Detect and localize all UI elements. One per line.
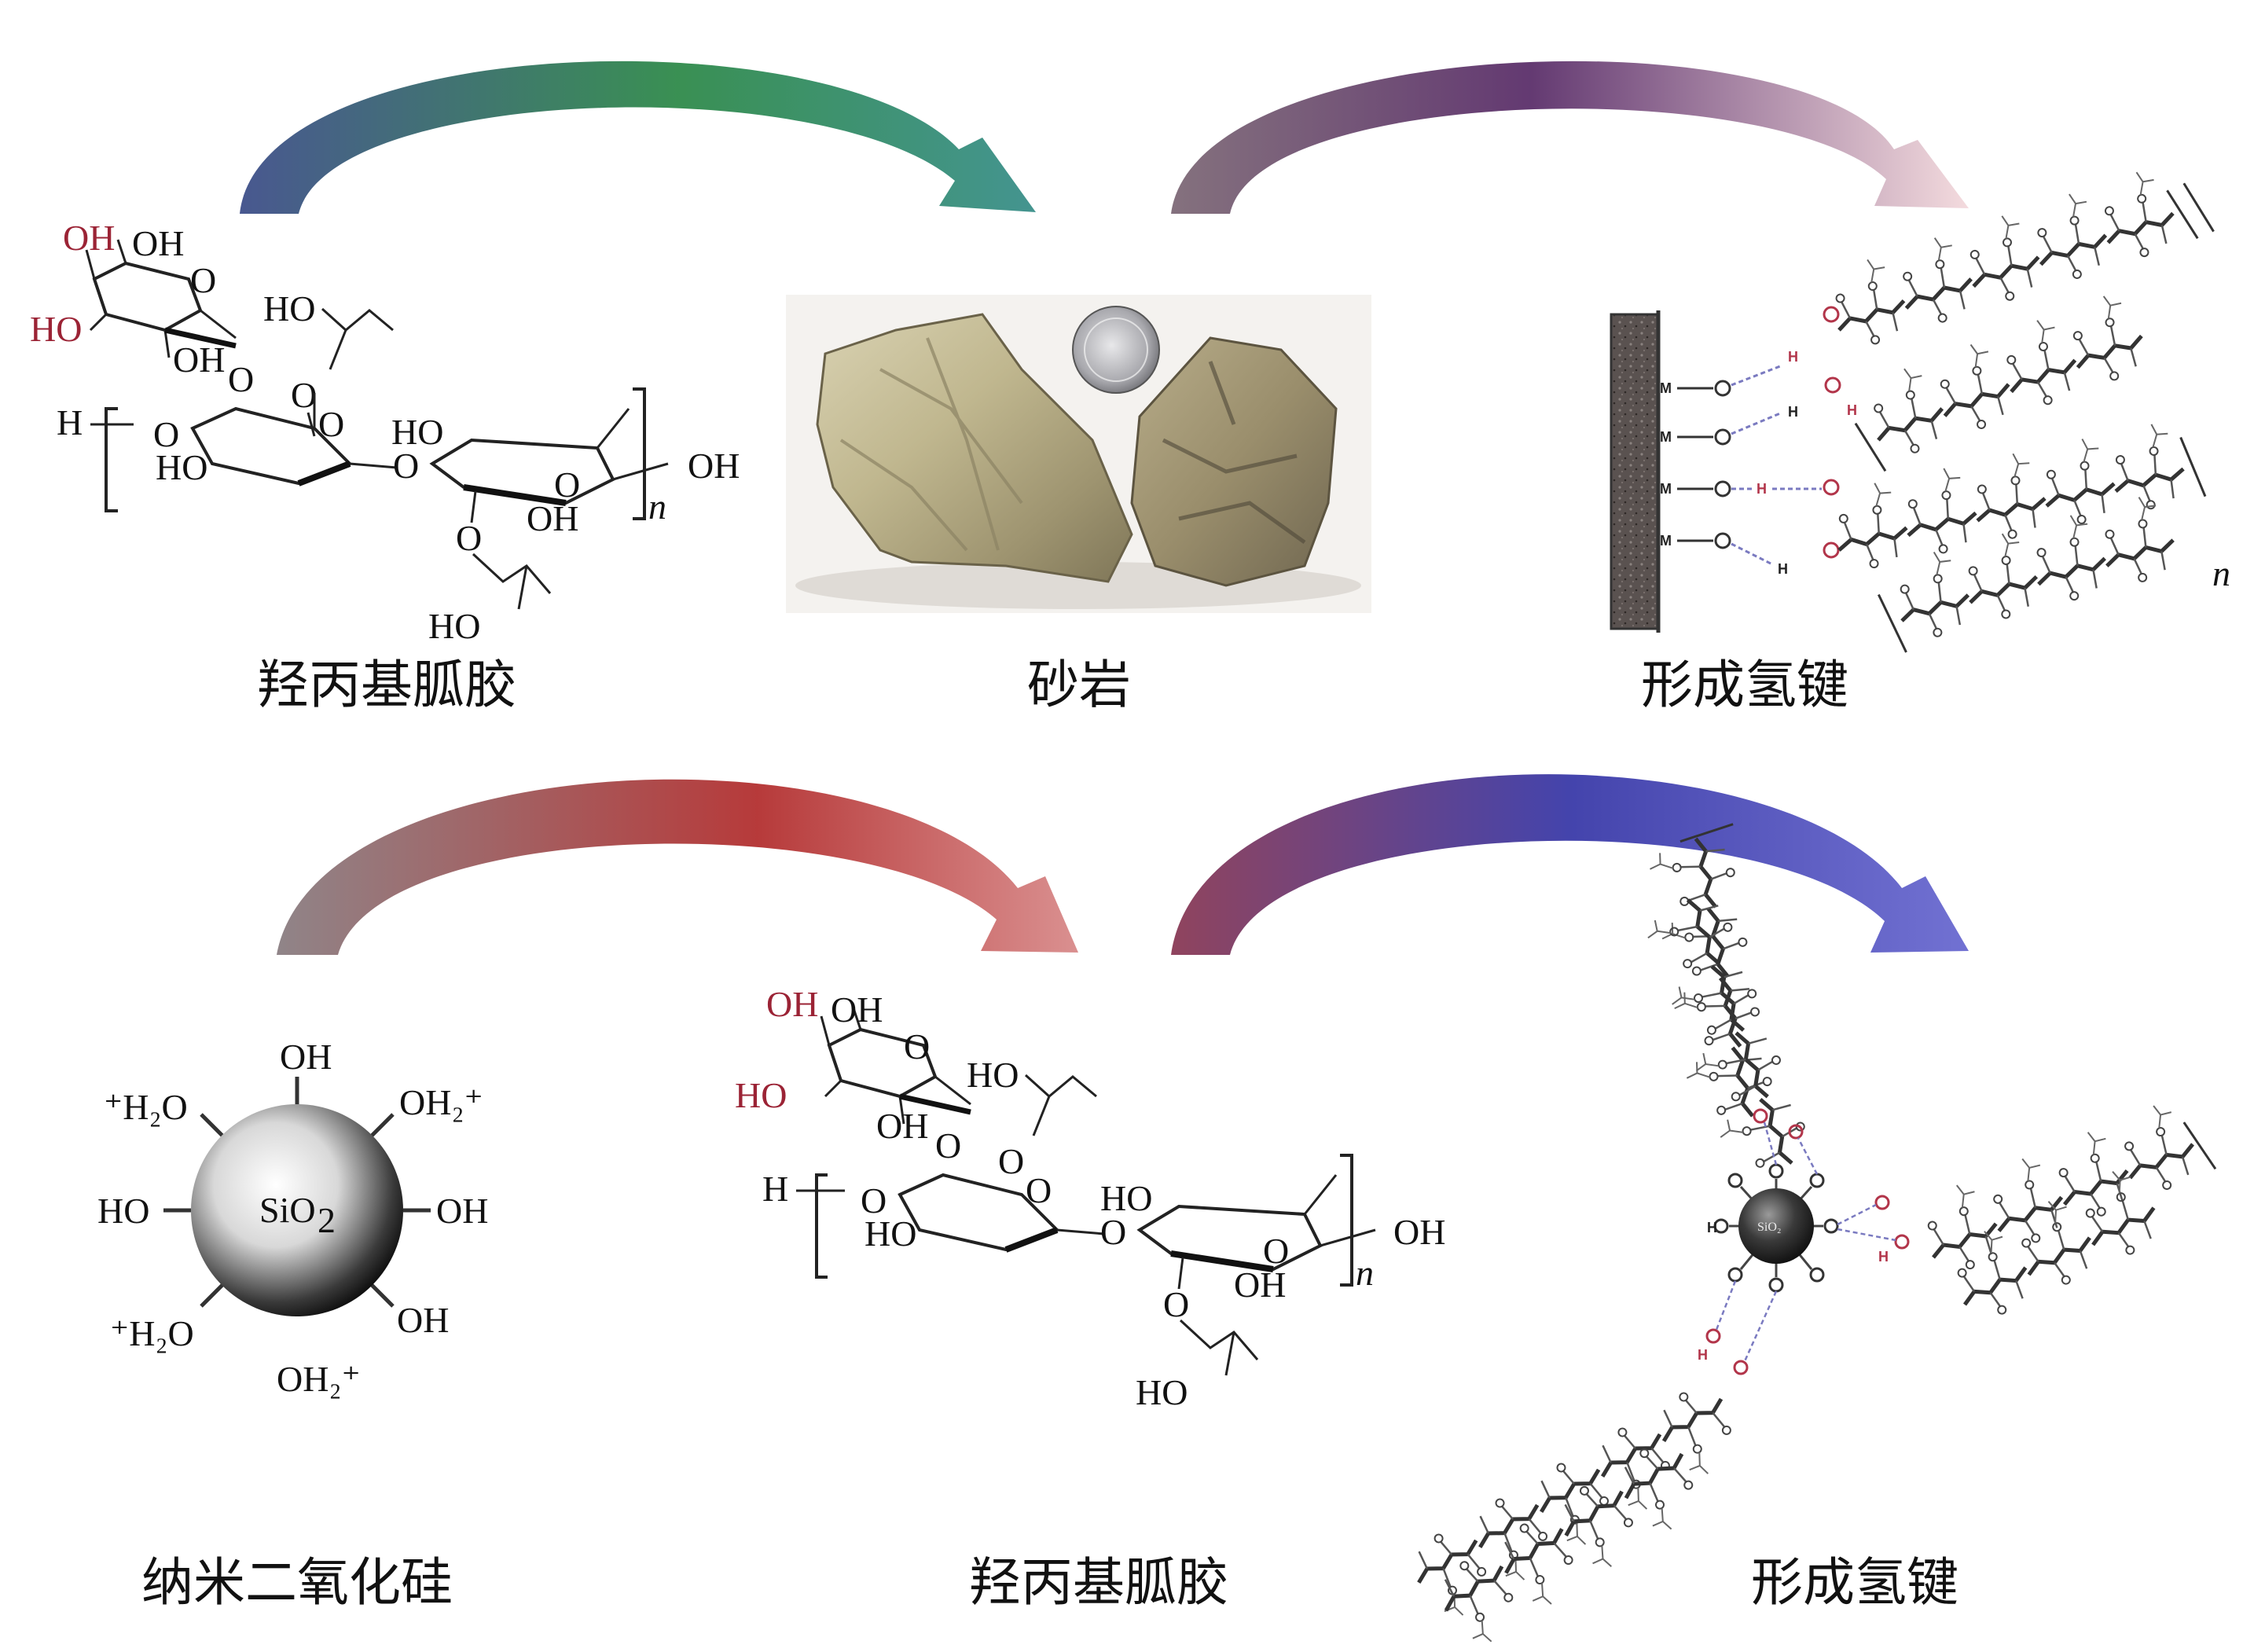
label-ho: HO	[865, 1213, 916, 1254]
silica-group-right: OH	[436, 1191, 488, 1231]
polymer-chain-right-2	[1940, 1162, 2168, 1327]
caption-hbond-top: 形成氢键	[1641, 643, 1848, 718]
silica-core-subscript: 2	[318, 1200, 336, 1240]
label-ho: HO	[263, 288, 315, 329]
label-hydrogen: H	[1847, 402, 1857, 418]
label-o: O	[190, 260, 216, 300]
label-oh: OH	[831, 989, 883, 1030]
arrow-sandstone-to-hbond	[1171, 61, 1969, 214]
label-metal: M	[1660, 533, 1672, 549]
label-hydrogen: H	[1878, 1249, 1889, 1265]
label-oh-red: OH	[63, 218, 115, 258]
surface-hbond-schematic: M H M H H M H M	[1611, 156, 2230, 655]
label-h: H	[762, 1169, 788, 1209]
silica-nanoparticle: SiO 2 OH OH₂⁺ OH OH OH₂⁺ ⁺H₂O HO ⁺H₂O	[97, 1037, 488, 1399]
label-oh: OH	[527, 498, 578, 538]
silica-core-label: SiO	[259, 1190, 316, 1230]
label-ho: HO	[1100, 1178, 1152, 1218]
surface-site-4: M H	[1660, 533, 1838, 577]
label-o: O	[456, 518, 482, 558]
caption-hpg-top: 羟丙基胍胶	[257, 643, 516, 718]
label-metal: M	[1660, 429, 1672, 445]
hpg-structure-top: OH OH O HO OH O HO O H O HO O O HO O OH …	[30, 218, 740, 646]
silica-group-upper-left: ⁺H₂O	[104, 1087, 188, 1127]
label-n: n	[2212, 553, 2230, 593]
label-hydrogen: H	[1707, 1220, 1717, 1235]
polymer-chain-lower-2	[1872, 491, 2184, 655]
caption-hbond-bottom: 形成氢键	[1751, 1540, 1958, 1616]
label-hydrogen: H	[1788, 349, 1798, 365]
polymer-chain-up	[1645, 824, 1784, 1126]
label-metal: M	[1660, 380, 1672, 396]
polymer-chain-down-left	[1403, 1378, 1750, 1626]
label-ho-red: HO	[30, 309, 82, 349]
label-metal: M	[1660, 481, 1672, 497]
arrow-guar-to-sandstone	[240, 61, 1036, 214]
arrow-silica-to-guar	[277, 780, 1078, 955]
label-o: O	[935, 1125, 961, 1166]
silica-group-lower-right: OH	[397, 1300, 449, 1340]
silica-group-bottom: OH₂⁺	[277, 1359, 361, 1399]
label-hydrogen: H	[1778, 561, 1788, 577]
silica-group-lower-left: ⁺H₂O	[110, 1313, 194, 1353]
silica-group-left: HO	[97, 1191, 149, 1231]
label-n: n	[648, 486, 666, 527]
polymer-chain-down-left-2	[1429, 1434, 1713, 1652]
label-ho: HO	[428, 606, 480, 646]
label-ho: HO	[1136, 1372, 1188, 1412]
sandstone-photo	[786, 295, 1371, 613]
label-hydrogen: H	[1788, 404, 1798, 420]
label-ho: HO	[967, 1055, 1019, 1095]
label-oh: OH	[1393, 1212, 1445, 1252]
label-oh: OH	[876, 1106, 928, 1146]
silica-group-upper-right: OH₂⁺	[399, 1082, 483, 1122]
label-h: H	[57, 402, 83, 442]
caption-sandstone: 砂岩	[1027, 643, 1131, 718]
silica-hbond-network: H H H SiO₂	[1403, 824, 2216, 1652]
label-hydrogen: H	[1757, 481, 1767, 497]
label-hydrogen: H	[1698, 1347, 1708, 1363]
label-oh: OH	[132, 223, 184, 263]
label-o: O	[998, 1141, 1024, 1181]
caption-hpg-bottom: 羟丙基胍胶	[969, 1540, 1228, 1616]
polymer-chain-lower	[1827, 417, 2206, 574]
arrow-guar-to-hbond	[1171, 774, 1969, 955]
label-o: O	[291, 375, 317, 415]
caption-nano-silica: 纳米二氧化硅	[141, 1540, 453, 1616]
label-n: n	[1356, 1253, 1374, 1293]
label-o: O	[1026, 1170, 1052, 1210]
label-oh: OH	[173, 340, 225, 380]
label-oh-red: OH	[766, 984, 818, 1024]
label-ho-red: HO	[735, 1075, 787, 1115]
label-oh: OH	[688, 446, 740, 486]
polymer-chain-up-2	[1640, 889, 1815, 1183]
label-ho: HO	[391, 412, 443, 452]
label-o: O	[318, 404, 344, 444]
label-o: O	[1163, 1284, 1189, 1324]
surface-site-3: M H	[1660, 480, 1838, 497]
silica-group-top: OH	[280, 1037, 332, 1077]
label-o: O	[228, 359, 254, 399]
label-ho: HO	[156, 447, 207, 487]
surface-site-1: M H	[1660, 307, 1838, 396]
polymer-chain-upper-2	[1844, 288, 2155, 475]
hpg-structure-bottom: OH OH O HO OH O HO O H O HO O O HO O OH …	[735, 984, 1445, 1412]
polymer-chain-upper	[1821, 156, 2214, 354]
small-silica-label: SiO₂	[1757, 1221, 1781, 1234]
label-oh: OH	[1234, 1265, 1286, 1305]
label-o: O	[904, 1026, 930, 1066]
